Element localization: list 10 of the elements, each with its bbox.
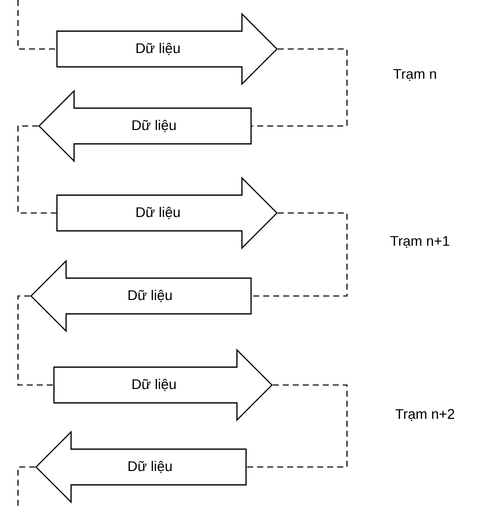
dashed-connector: [252, 48, 348, 127]
station-label: Trạm n+2: [395, 409, 454, 421]
dashed-connector: [17, 0, 56, 50]
dashed-connector: [17, 125, 56, 214]
station-label: Trạm n: [393, 69, 436, 81]
dashed-connector: [17, 466, 36, 508]
station-label: Trạm n+1: [390, 236, 450, 248]
dashed-connector: [246, 384, 348, 468]
dashed-connector: [252, 212, 348, 297]
dashed-connector: [17, 295, 54, 386]
